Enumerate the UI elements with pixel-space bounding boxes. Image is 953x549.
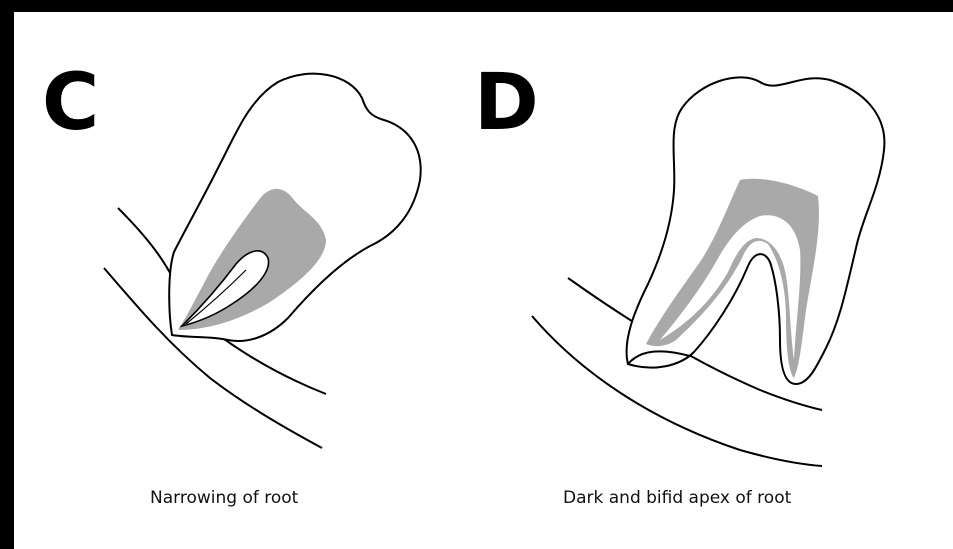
panel-c-label: C: [42, 64, 97, 142]
panel-d-caption: Dark and bifid apex of root: [563, 488, 791, 508]
panel-d-illustration: [532, 77, 884, 466]
panel-c-caption: Narrowing of root: [150, 488, 298, 508]
panel-c-illustration: [104, 74, 421, 448]
panel-d-label: D: [474, 64, 537, 142]
